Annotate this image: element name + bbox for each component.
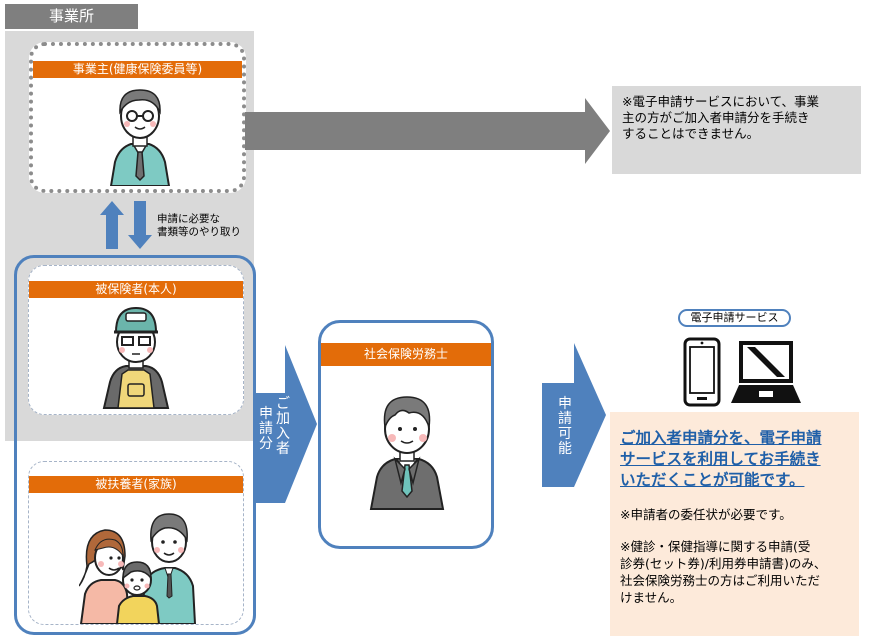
sharoshi-person-icon bbox=[369, 396, 445, 510]
note-line: 社会保険労務士の方はご利用いただ bbox=[620, 573, 821, 588]
checkup-restriction-note: ※健診・保健指導に関する申請(受 診券(セット券)/利用券申請書)のみ、 社会保… bbox=[620, 538, 849, 606]
result-title-line: サービスを利用してお手続き bbox=[620, 450, 821, 468]
arrow-char: 申 bbox=[259, 406, 273, 422]
result-title[interactable]: ご加入者申請分を、電子申請 サービスを利用してお手続き いただくことが可能です。 bbox=[620, 428, 849, 491]
family-icon bbox=[79, 513, 197, 624]
employer-card: 事業主(健康保険委員等) bbox=[29, 42, 246, 193]
exchange-label-line: 申請に必要な bbox=[157, 213, 220, 225]
arrow-char: 申 bbox=[558, 396, 572, 412]
dependent-card: 被扶養者(家族) bbox=[28, 461, 244, 625]
subscriber-arrow-icon bbox=[253, 345, 317, 503]
note-line: ※健診・保健指導に関する申請(受 bbox=[620, 539, 811, 554]
exchange-label: 申請に必要な 書類等のやり取り bbox=[157, 213, 241, 239]
note-line: 診券(セット券)/利用券申請書)のみ、 bbox=[620, 556, 827, 571]
arrow-char: 者 bbox=[276, 441, 290, 457]
note-line: けません。 bbox=[620, 590, 683, 605]
sharoshi-card: 社会保険労務士 bbox=[318, 320, 494, 549]
smartphone-icon bbox=[683, 337, 721, 407]
possible-arrow-icon bbox=[542, 343, 606, 487]
note-line: することはできません。 bbox=[622, 126, 760, 141]
arrow-char: 能 bbox=[558, 441, 572, 457]
insured-person-icon bbox=[102, 306, 170, 409]
gray-arrow-icon bbox=[245, 98, 610, 164]
office-tab: 事業所 bbox=[5, 4, 138, 29]
up-down-arrows-icon bbox=[100, 201, 152, 249]
note-line: ※電子申請サービスにおいて、事業 bbox=[622, 94, 819, 109]
employer-person-icon bbox=[109, 89, 171, 186]
result-title-line: いただくことが可能です。 bbox=[620, 471, 805, 489]
e-application-service-label: 電子申請サービス bbox=[678, 309, 791, 327]
proxy-required-note: ※申請者の委任状が必要です。 bbox=[620, 507, 792, 522]
possible-arrow-text: 申 請 可 能 bbox=[556, 397, 574, 457]
arrow-char: 請 bbox=[558, 411, 572, 427]
subscriber-arrow-col2: 申 請 分 bbox=[258, 407, 274, 452]
arrow-char: 請 bbox=[259, 421, 273, 437]
employer-card-title: 事業主(健康保険委員等) bbox=[33, 61, 242, 78]
arrow-char: 分 bbox=[259, 436, 273, 452]
arrow-char: ご bbox=[276, 396, 290, 412]
subscriber-arrow-col1: ご 加 入 者 bbox=[275, 397, 291, 457]
arrow-char: 可 bbox=[558, 426, 572, 442]
sharoshi-card-title: 社会保険労務士 bbox=[321, 343, 491, 366]
arrow-char: 入 bbox=[276, 426, 290, 442]
insured-card: 被保険者(本人) bbox=[28, 265, 244, 415]
exchange-label-line: 書類等のやり取り bbox=[157, 226, 241, 238]
arrow-char: 加 bbox=[276, 411, 290, 427]
laptop-icon bbox=[731, 341, 801, 403]
employer-restriction-note: ※電子申請サービスにおいて、事業 主の方がご加入者申請分を手続き することはでき… bbox=[612, 86, 861, 174]
note-line: 主の方がご加入者申請分を手続き bbox=[622, 110, 810, 125]
dependent-card-title: 被扶養者(家族) bbox=[29, 476, 243, 493]
result-box: ご加入者申請分を、電子申請 サービスを利用してお手続き いただくことが可能です。… bbox=[610, 412, 859, 636]
result-title-line: ご加入者申請分を、電子申請 bbox=[620, 429, 822, 447]
insured-card-title: 被保険者(本人) bbox=[29, 281, 243, 298]
